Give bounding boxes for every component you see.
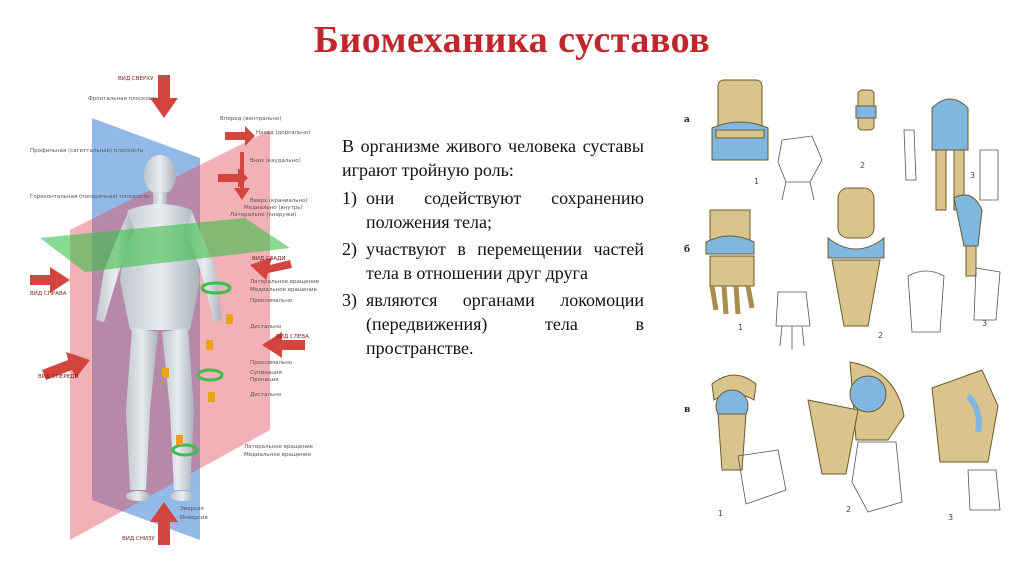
- roles-list: 1) они содействуют сохранению положения …: [342, 186, 644, 360]
- list-item: 3) являются органами локомоции (передвиж…: [342, 288, 644, 360]
- label-view-back: ВИД СЗАДИ: [252, 256, 285, 262]
- row-letter-a: а: [684, 115, 690, 125]
- panel-number: 1: [738, 323, 743, 332]
- slide-title: Биомеханика суставов: [313, 19, 711, 61]
- label-lateral-rotation: Латеральное вращение: [250, 279, 320, 285]
- joint-hip-section: [931, 369, 999, 463]
- label-distal: Дистально: [250, 324, 282, 330]
- panel-number: 3: [948, 513, 953, 522]
- row-letter-v: в: [684, 405, 690, 415]
- joint-elbow-b: [953, 194, 983, 277]
- label-up: Вверх (краниально): [250, 198, 308, 204]
- arrow-bottom: [150, 502, 178, 545]
- panel-number: 3: [970, 171, 975, 180]
- list-number: 3): [342, 290, 357, 310]
- intro-text: В организме живого человека суставы игра…: [342, 136, 644, 180]
- joint-hip: [807, 361, 905, 475]
- arrow-back: [250, 257, 292, 280]
- arrow-front: [42, 352, 90, 380]
- joints-figure: а б в 1 2 3 1 2 3 1 2 3: [684, 79, 1001, 522]
- joint-wrist-a: [855, 89, 877, 131]
- arrow-left-side: [262, 332, 305, 358]
- label-forward: Вперед (вентрально): [220, 116, 281, 122]
- label-frontal-plane: Фронтальная плоскость: [88, 96, 158, 102]
- label-view-right: ВИД СПРАВА: [30, 291, 67, 297]
- label-lateral: Латерально (кнаружи): [230, 212, 296, 218]
- label-proximal-2: Проксимально: [250, 360, 293, 366]
- list-text: участвуют в перемещении частей тела в от…: [366, 239, 644, 283]
- panel-number: 2: [860, 161, 865, 170]
- panel-number: 2: [878, 331, 883, 340]
- arrow-right-side: [30, 267, 70, 293]
- label-medial: Медиально (внутрь): [244, 205, 303, 211]
- label-supination: Супинация: [250, 370, 282, 376]
- label-eversion: Эверсия: [180, 506, 204, 512]
- label-lateral-rotation-2: Латеральное вращение: [244, 444, 314, 450]
- joint-hand: [705, 209, 755, 315]
- panel-number: 1: [754, 177, 759, 186]
- list-number: 2): [342, 239, 357, 259]
- row-letter-b: б: [684, 244, 690, 255]
- label-view-bottom: ВИД СНИЗУ: [122, 536, 156, 542]
- panel-number: 1: [718, 509, 723, 518]
- label-medial-rotation-2: Медиальное вращение: [244, 452, 312, 458]
- panel-number: 3: [982, 319, 987, 328]
- label-horizontal-plane: Горизонтальная (поперечная) плоскость: [30, 194, 149, 200]
- list-item: 2) участвуют в перемещении частей тела в…: [342, 237, 644, 285]
- label-medial-rotation: Медиальное вращение: [250, 287, 318, 293]
- label-view-top: ВИД СВЕРХУ: [118, 76, 154, 82]
- label-pronation: Пронация: [250, 377, 279, 383]
- list-number: 1): [342, 188, 357, 208]
- arrow-top: [150, 75, 178, 118]
- label-view-front: ВИД СПЕРЕДИ: [38, 374, 79, 380]
- joint-knee: [827, 187, 885, 327]
- list-text: являются органами локомоции (передвижени…: [366, 290, 644, 358]
- label-proximal: Проксимально: [250, 298, 293, 304]
- label-inversion: Инверсия: [180, 515, 208, 521]
- joint-elbow-a: [931, 98, 969, 211]
- anatomical-planes-figure: ВИД СВЕРХУ Фронтальная плоскость Профиль…: [30, 75, 320, 545]
- label-down: Вниз (каудально): [250, 158, 301, 164]
- joint-roles-text: В организме живого человека суставы игра…: [342, 134, 644, 363]
- label-view-left: ВИД СЛЕВА: [276, 334, 309, 340]
- label-distal-2: Дистально: [250, 392, 282, 398]
- panel-number: 2: [846, 505, 851, 514]
- label-backward: Назад (дорсально): [256, 130, 310, 136]
- joint-shoulder: [711, 374, 757, 471]
- joint-ankle: [711, 79, 769, 161]
- label-sagittal-plane: Профильная (сагиттальная) плоскость: [30, 148, 143, 154]
- list-text: они содействуют сохранению положения тел…: [366, 188, 644, 232]
- horizontal-plane: [40, 218, 290, 272]
- list-item: 1) они содействуют сохранению положения …: [342, 186, 644, 234]
